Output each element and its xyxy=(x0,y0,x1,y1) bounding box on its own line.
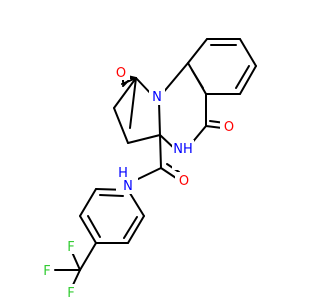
atom-label-f1: F xyxy=(67,240,74,255)
atom-label-o2: O xyxy=(224,120,234,135)
atom-label-f3: F xyxy=(67,286,74,300)
atom-label-nh: NH xyxy=(173,142,193,157)
atom-label-n1: N xyxy=(152,90,162,105)
atom-bg-f3 xyxy=(64,284,78,300)
atom-label-f2: F xyxy=(43,264,50,279)
atom-bg-n1 xyxy=(149,89,165,105)
atom-label-layer: O N O NH H N O F F F xyxy=(40,64,238,300)
atom-bg-nh xyxy=(172,140,194,170)
atom-bg-o2 xyxy=(220,118,238,134)
atom-label-o3: O xyxy=(179,174,189,189)
bond-layer xyxy=(54,38,257,288)
atom-label-o1: O xyxy=(116,66,126,81)
atom-bg-o1 xyxy=(112,64,130,80)
atom-label-amide-h: H xyxy=(118,166,128,181)
atom-bg-o3 xyxy=(175,172,193,188)
atom-label-amide-n: N xyxy=(123,179,133,194)
atom-bg-amide-n xyxy=(116,164,138,194)
molecule-diagram: O N O NH H N O F F F xyxy=(40,38,257,300)
atom-bg-f1 xyxy=(64,238,78,254)
atom-bg-f2 xyxy=(40,262,54,278)
